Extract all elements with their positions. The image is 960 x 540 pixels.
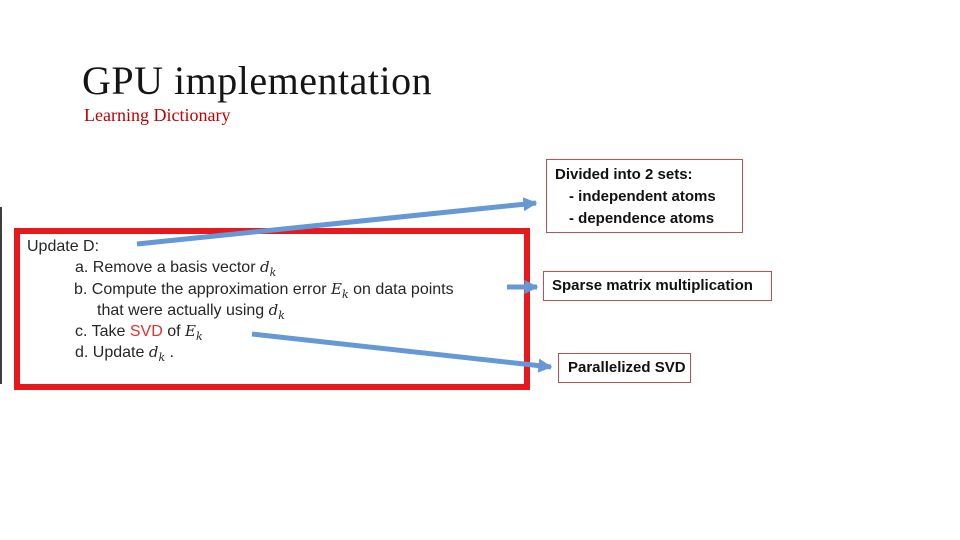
math-var: dk xyxy=(148,343,166,364)
algorithm-content: Update D: a. Remove a basis vector dk b.… xyxy=(20,234,526,384)
step-b-text: b. Compute the approximation error xyxy=(74,281,332,298)
callout-divided-line2: - independent atoms xyxy=(569,188,716,205)
algorithm-heading: Update D: xyxy=(27,238,100,255)
slide-subtitle: Learning Dictionary xyxy=(84,105,231,125)
slide-title: GPU implementation xyxy=(82,58,433,103)
algorithm-step-c: c. Take SVD of Ek xyxy=(75,322,203,346)
step-c-prefix: c. Take xyxy=(75,323,130,340)
callout-divided-line1: Divided into 2 sets: xyxy=(555,166,693,183)
algorithm-step-a: a. Remove a basis vector dk xyxy=(75,258,276,282)
cropped-image-edge-line xyxy=(0,207,2,384)
algorithm-step-d: d. Update dk . xyxy=(75,343,174,367)
step-a-text: a. Remove a basis vector xyxy=(75,259,260,276)
callout-divided-sets: Divided into 2 sets: - independent atoms… xyxy=(546,159,743,233)
callout-parallelized-svd: Parallelized SVD xyxy=(558,353,691,383)
callout-sparse-matrix: Sparse matrix multiplication xyxy=(543,271,772,301)
step-d-prefix: d. Update xyxy=(75,344,149,361)
callout-divided-line3: - dependence atoms xyxy=(569,210,715,227)
math-var: dk xyxy=(259,258,277,279)
step-d-suffix: . xyxy=(165,344,174,361)
algorithm-step-b-continued: that were actually using dk xyxy=(97,301,285,325)
step-b-suffix: on data points xyxy=(348,281,454,298)
math-var: Ek xyxy=(184,322,203,343)
step-b2-text: that were actually using xyxy=(97,302,269,319)
math-var: Ek xyxy=(331,280,349,301)
svd-highlight: SVD xyxy=(129,323,163,340)
math-var: dk xyxy=(268,301,285,322)
algorithm-step-b: b. Compute the approximation error Ek on… xyxy=(74,280,454,304)
step-c-mid: of xyxy=(162,323,185,340)
